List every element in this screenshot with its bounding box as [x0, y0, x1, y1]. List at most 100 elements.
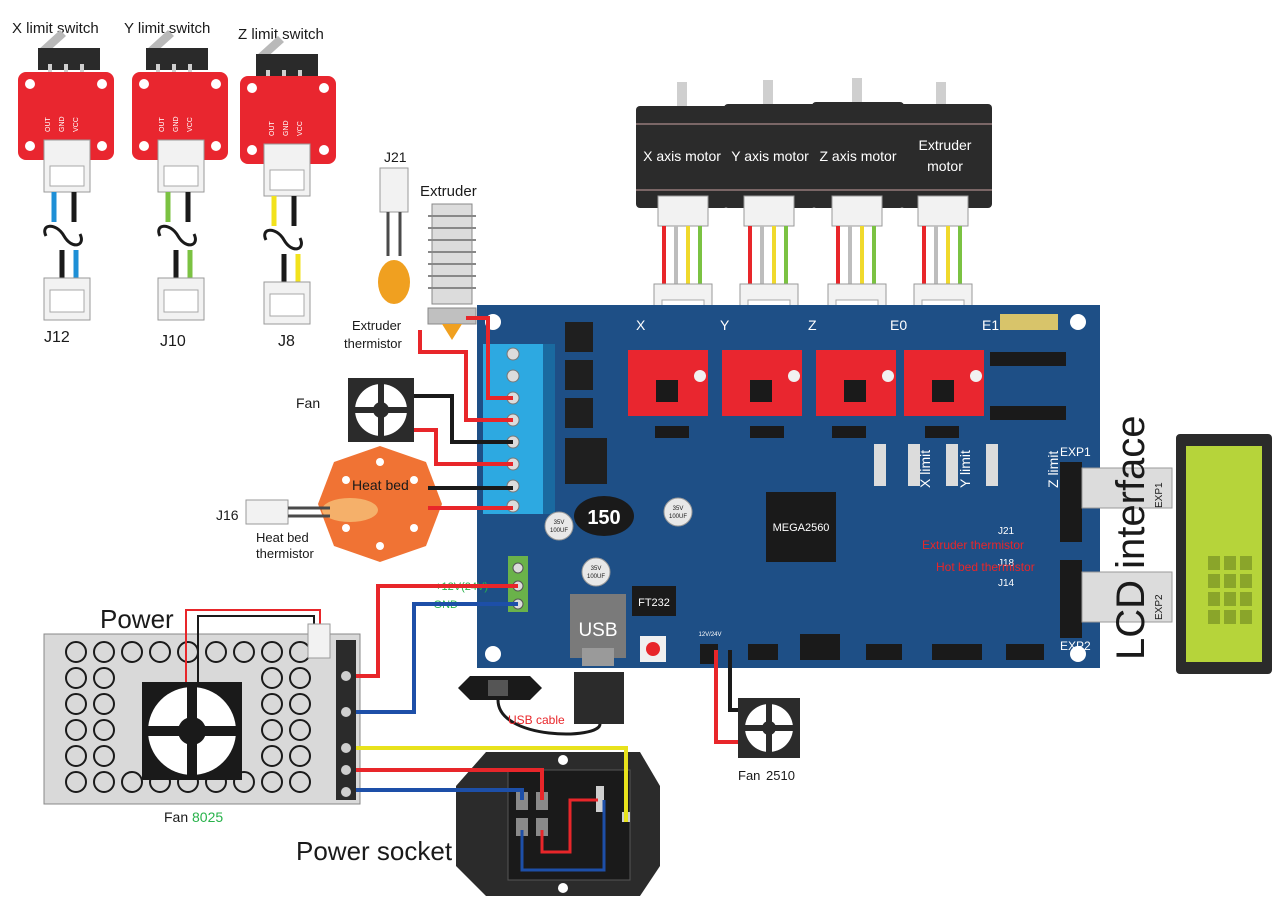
fan: Fan: [296, 378, 414, 442]
heat-bed-thermistor-label-1: Heat bed: [256, 530, 309, 545]
cap3-capacitance: 100UF: [587, 574, 605, 580]
fan-label: Fan: [296, 395, 320, 411]
usb-label: USB: [578, 620, 617, 641]
mcu-chip: [766, 492, 836, 562]
limit-switch-y: Y limit switch OUT GND VCC J10: [124, 20, 228, 350]
port-z-label: Z: [808, 317, 817, 333]
y-limit-switch-label: Y limit switch: [124, 20, 210, 37]
y-motor-label: Y axis motor: [731, 148, 809, 164]
psu-fan-model: 8025: [192, 809, 223, 825]
cap2-voltage: 35V: [673, 506, 684, 512]
extruder-motor-label-2: motor: [927, 158, 963, 174]
extruder-nozzle: [442, 324, 462, 340]
y-pin-gnd: GND: [173, 116, 180, 132]
fan-2510-model: 2510: [766, 768, 795, 783]
j10-label: J10: [160, 333, 186, 350]
usb-cable-label: USB cable: [508, 713, 565, 727]
z-pin-out: OUT: [269, 121, 276, 137]
usb-port: [570, 594, 626, 658]
x-switch-pcb: [18, 72, 114, 160]
z-limit-header-label: Z limit: [1045, 451, 1061, 488]
x-limit-header-label: X limit: [917, 450, 933, 488]
port-e0-label: E0: [890, 317, 907, 333]
x-pin-gnd: GND: [59, 116, 66, 132]
extruder-thermistor-label-2: thermistor: [344, 336, 402, 351]
port-x-label: X: [636, 317, 646, 333]
cap2-capacitance: 100UF: [669, 514, 687, 520]
lcd-interface-label: LCD interface: [1109, 415, 1153, 660]
fan-header-label: 12V/24V: [698, 632, 721, 638]
j8-label: J8: [278, 333, 295, 350]
j21-board-label: J21: [998, 526, 1015, 537]
power-socket-label: Power socket: [296, 836, 453, 866]
extruder-hotend: Extruder Extruder thermistor: [344, 183, 477, 351]
heat-bed-plate: [318, 446, 442, 562]
cap1-voltage: 35V: [554, 520, 565, 526]
lcd-exp2-label: EXP2: [1154, 594, 1165, 620]
extruder-motor-label-1: Extruder: [919, 137, 972, 153]
port-e1-label: E1: [982, 317, 999, 333]
mount-hole: [485, 646, 501, 662]
z-pin-vcc: VCC: [297, 121, 304, 136]
fan-2510-label-prefix: Fan: [738, 768, 760, 783]
x-switch-body: [38, 48, 100, 70]
ftdi-label: FT232: [638, 597, 670, 609]
lcd-exp1-label: EXP1: [1154, 482, 1165, 508]
reset-button: [646, 642, 660, 656]
motor-x: X axis motor: [636, 82, 728, 208]
board-hot-bed-thermistor-label: Hot bed thermistor: [936, 560, 1035, 574]
psu-fan-label-prefix: Fan: [164, 809, 188, 825]
inductor: [574, 496, 634, 536]
y-switch-body: [146, 48, 208, 70]
exp2-board-label: EXP2: [1060, 639, 1091, 653]
thermistor-bead: [378, 260, 410, 304]
y-limit-header-label: Y limit: [957, 450, 973, 488]
power-supply: Power Fan 8025: [43, 604, 361, 825]
z-pin-gnd: GND: [283, 120, 290, 136]
limit-switch-z: Z limit switch OUT GND VCC J8: [238, 26, 336, 350]
y-motor-body: [724, 104, 816, 208]
lcd-interface: EXP1 EXP2 LCD interface: [1081, 415, 1272, 674]
y-pin-out: OUT: [159, 117, 166, 133]
extruder-thermistor-label-1: Extruder: [352, 318, 402, 333]
mount-hole: [1070, 314, 1086, 330]
x-limit-switch-label: X limit switch: [12, 20, 99, 37]
z-switch-body: [256, 54, 318, 76]
fan-2510: Fan 2510: [738, 698, 800, 783]
limit-switch-x: X limit switch OUT GND VCC J12: [12, 20, 114, 346]
usb-cable: USB cable: [458, 672, 624, 736]
heat-bed-label: Heat bed: [352, 477, 409, 493]
motor-z: Z axis motor: [812, 78, 904, 208]
inductor-label: 150: [587, 507, 620, 529]
heat-bed: Heat bed: [318, 446, 442, 562]
j16-connector: J16 Heat bed thermistor: [216, 499, 330, 561]
motor-extruder: Extruder motor: [900, 82, 992, 208]
x-pin-out: OUT: [45, 117, 52, 133]
power-label: Power: [100, 604, 174, 634]
header-pins: [990, 406, 1066, 420]
header-pins: [990, 352, 1066, 366]
mount-hole: [1070, 646, 1086, 662]
x-motor-body: [636, 106, 728, 208]
extruder-label: Extruder: [420, 183, 477, 200]
j21-thermistor: J21: [378, 149, 410, 304]
port-y-label: Y: [720, 317, 730, 333]
mainboard: X Y Z E0 E1 X limit: [434, 305, 1100, 668]
j18-board-label: J18: [998, 558, 1015, 569]
e1-header: [1000, 314, 1058, 330]
x-motor-label: X axis motor: [643, 148, 721, 164]
fan-header: [700, 644, 718, 664]
x-pin-vcc: VCC: [73, 117, 80, 132]
z-limit-switch-label: Z limit switch: [238, 26, 324, 43]
j12-label: J12: [44, 329, 70, 346]
z-motor-label: Z axis motor: [819, 148, 896, 164]
y-pin-vcc: VCC: [187, 117, 194, 132]
cap1-capacitance: 100UF: [550, 528, 568, 534]
extruder-motor-body: [900, 104, 992, 208]
ftdi-chip: [632, 586, 676, 616]
board-extruder-thermistor-label: Extruder thermistor: [922, 538, 1024, 552]
motor-y: Y axis motor: [724, 80, 816, 208]
z-switch-pcb: [240, 76, 336, 164]
j16-label: J16: [216, 507, 239, 523]
